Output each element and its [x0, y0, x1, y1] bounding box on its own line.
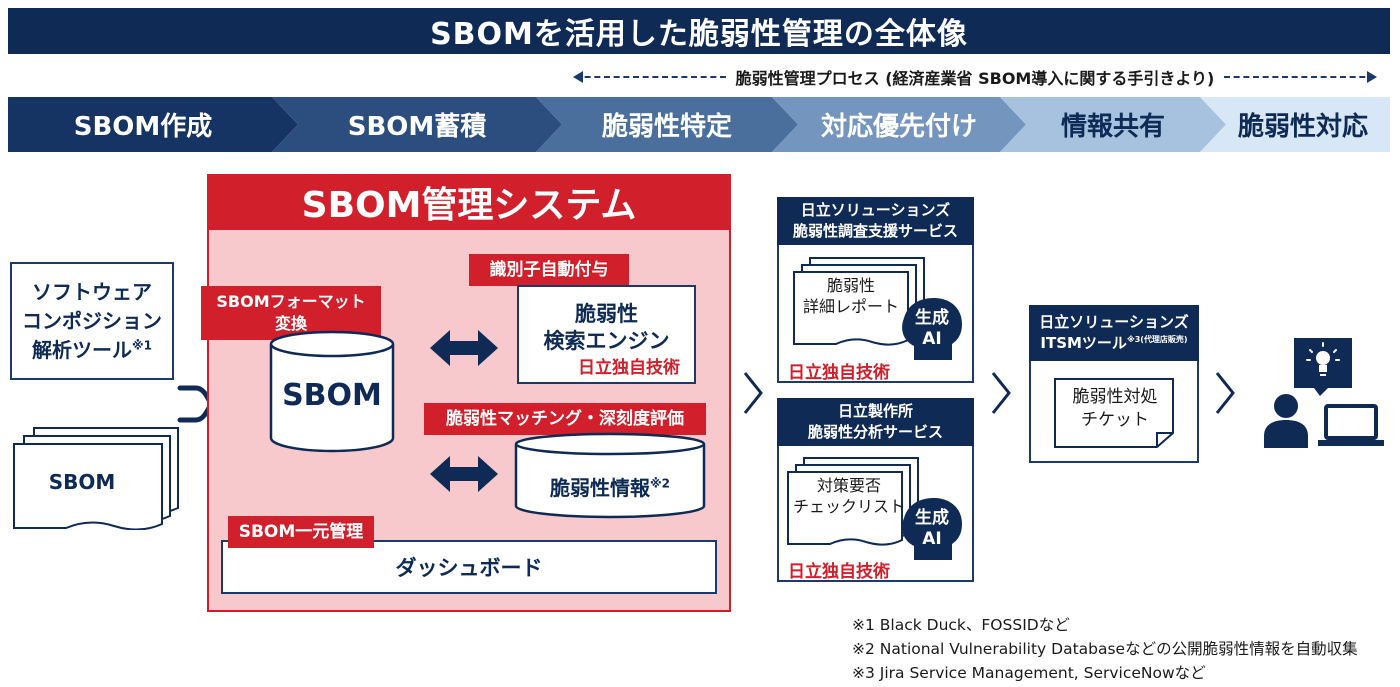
checklist-line1: 対策要否 [816, 476, 881, 495]
dashboard-box: ダッシュボード [221, 540, 717, 594]
step-vuln-response: 脆弱性対応 [1200, 97, 1390, 152]
service1-line1: 日立ソリューションズ [800, 201, 951, 219]
vuln-info-note: ※2 [649, 476, 670, 491]
double-arrow-icon [430, 330, 498, 366]
user-with-idea-icon [1264, 338, 1384, 448]
sbom-doc-label: SBOM [48, 470, 116, 494]
engine-line1: 脆弱性 [575, 302, 638, 326]
report-doc-stack-icon [793, 257, 925, 346]
vuln-info-label: 脆弱性情報 [549, 476, 650, 500]
sbom-doc-stack-icon [13, 427, 179, 530]
ai-line1: 生成 [915, 508, 949, 528]
ticket-label: 脆弱性対処 チケット [1053, 386, 1177, 432]
sca-note: ※1 [131, 337, 152, 352]
ai-line1: 生成 [915, 308, 949, 328]
itsm-header: 日立ソリューションズ ITSMツール※3(代理店販売) [1029, 305, 1199, 361]
vuln-matching-tag: 脆弱性マッチング・深刻度評価 [424, 403, 706, 435]
step-sbom-create: SBOM作成 [8, 97, 298, 152]
report-label: 脆弱性 詳細レポート [796, 276, 906, 318]
sca-label-line1: ソフトウェア [32, 279, 152, 304]
sbom-database-icon [269, 330, 395, 453]
step-label: SBOM蓄積 [347, 112, 487, 142]
central-management-tag: SBOM一元管理 [228, 516, 374, 548]
step-label: 情報共有 [1060, 112, 1165, 142]
step-label: 脆弱性対応 [1237, 112, 1368, 142]
left-dashed-arrow-icon [573, 71, 726, 83]
chevron-right-icon [991, 372, 1011, 414]
step-label: 対応優先付け [820, 112, 977, 142]
itsm-line2-wrap: ITSMツール※3(代理店販売) [1039, 333, 1188, 354]
checklist-label: 対策要否 チェックリスト [786, 476, 912, 518]
format-tag-line2: 変換 [274, 314, 307, 333]
ticket-line1: 脆弱性対処 [1072, 387, 1158, 407]
report-line1: 脆弱性 [826, 276, 875, 295]
ai-line2: AI [922, 329, 942, 350]
step-info-share: 情報共有 [1000, 97, 1226, 152]
engine-line2: 検索エンジン [543, 329, 670, 354]
right-dashed-arrow-icon [1224, 71, 1377, 83]
vuln-info-database-icon [514, 432, 706, 519]
step-prioritize: 対応優先付け [772, 97, 1026, 152]
service1-line2: 脆弱性調査支援サービス [792, 222, 958, 240]
ai-label: 生成 AI [900, 308, 964, 351]
double-arrow-icon [430, 456, 498, 492]
ai-label: 生成 AI [900, 508, 964, 551]
chevron-right-icon [1215, 372, 1235, 414]
step-label: SBOM作成 [73, 112, 213, 142]
ticket-line2: チケット [1081, 409, 1149, 430]
ticket-doc-icon [1054, 378, 1174, 448]
checklist-line2: チェックリスト [792, 496, 905, 516]
checklist-doc-stack-icon [787, 457, 919, 546]
sbom-management-system-title: SBOM管理システム [207, 174, 731, 230]
itsm-line2: ITSMツール [1040, 334, 1127, 352]
process-label-text: 脆弱性管理プロセス (経済産業省 SBOM導入に関する手引きより) [735, 69, 1215, 88]
service2-header: 日立製作所 脆弱性分析サービス [777, 398, 974, 446]
report-line2: 詳細レポート [802, 296, 899, 316]
id-auto-assign-tag: 識別子自動付与 [469, 254, 629, 286]
sca-label-line3: 解析ツール [31, 337, 132, 362]
sca-label-line2: コンポジション [22, 308, 162, 333]
service1-header: 日立ソリューションズ 脆弱性調査支援サービス [777, 197, 974, 245]
service2-line1: 日立製作所 [837, 402, 913, 420]
sbom-database-label: SBOM [282, 378, 382, 413]
footnote-1: ※1 Black Duck、FOSSIDなど [852, 616, 1070, 634]
vuln-search-engine-box: 脆弱性 検索エンジン 日立独自技術 [517, 285, 696, 384]
sca-label-line3-wrap: 解析ツール※1 [32, 336, 152, 365]
itsm-note: ※3(代理店販売) [1126, 335, 1188, 344]
engine-tech-label: 日立独自技術 [578, 358, 680, 378]
service1-tech-label: 日立独自技術 [788, 363, 890, 383]
ai-head-icon [902, 498, 962, 560]
chevron-right-icon [743, 372, 763, 414]
format-conversion-tag: SBOMフォーマット 変換 [201, 286, 381, 340]
itsm-line1: 日立ソリューションズ [1039, 313, 1189, 331]
vuln-info-label-wrap: 脆弱性情報※2 [514, 472, 706, 501]
ai-line2: AI [922, 529, 942, 550]
page-title: SBOMを活用した脆弱性管理の全体像 [8, 8, 1390, 54]
service2-tech-label: 日立独自技術 [788, 562, 890, 582]
footnote-2: ※2 National Vulnerability Databaseなどの公開脆… [852, 640, 1358, 658]
service2-line2: 脆弱性分析サービス [807, 423, 943, 441]
footnote-3: ※3 Jira Service Management, ServiceNowなど [852, 664, 1206, 682]
step-vuln-identify: 脆弱性特定 [536, 97, 798, 152]
ai-head-icon [902, 298, 962, 360]
step-label: 脆弱性特定 [601, 112, 732, 142]
step-sbom-store: SBOM蓄積 [272, 97, 562, 152]
dashboard-label: ダッシュボード [395, 556, 543, 580]
process-label: 脆弱性管理プロセス (経済産業省 SBOM導入に関する手引きより) [565, 66, 1385, 88]
format-tag-line1: SBOMフォーマット [216, 292, 366, 312]
sca-tool-box: ソフトウェア コンポジション 解析ツール※1 [10, 262, 174, 380]
